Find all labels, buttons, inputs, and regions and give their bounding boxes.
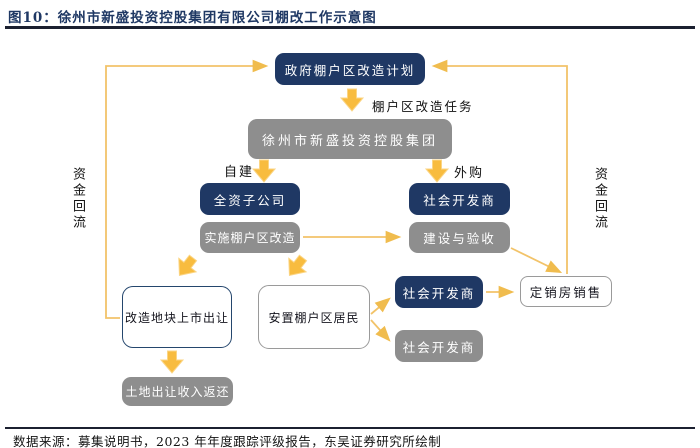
- label-task: 棚户区改造任务: [372, 99, 474, 114]
- figure-title: 图10：徐州市新盛投资控股集团有限公司棚改工作示意图: [8, 10, 377, 26]
- node-developer-sale-gray: 社会开发商: [395, 330, 483, 362]
- label-capital-return-right: 资金回流: [592, 167, 607, 231]
- thick-arrow-plan-to-group: [340, 88, 364, 112]
- node-fixed-price-sale: 定销房销售: [520, 276, 612, 307]
- node-implement: 实施棚户区改造: [200, 222, 300, 253]
- node-land-transfer: 改造地块上市出让: [122, 286, 232, 348]
- flow-line-capital-return-left: [105, 59, 269, 319]
- node-group: 徐州市新盛投资控股集团: [248, 119, 452, 159]
- thick-arrow-to-land-income: [160, 350, 184, 374]
- node-construction: 建设与验收: [409, 222, 510, 253]
- label-capital-return-left: 资金回流: [70, 167, 85, 231]
- flow-line-capital-return-right: [431, 59, 568, 274]
- node-resettle: 安置棚户区居民: [258, 285, 370, 349]
- label-self-build: 自建: [224, 165, 255, 180]
- node-developer-sale-navy: 社会开发商: [395, 276, 483, 308]
- data-source: 数据来源：募集说明书，2023 年年度跟踪评级报告，东吴证券研究所绘制: [13, 434, 442, 448]
- thick-arrow-self-build: [252, 159, 276, 183]
- footer-rule: [5, 427, 695, 429]
- node-developer-purchase: 社会开发商: [409, 183, 510, 215]
- label-purchase: 外购: [454, 166, 485, 181]
- node-gov-plan: 政府棚户区改造计划: [275, 53, 425, 85]
- thick-arrow-purchase: [425, 159, 449, 183]
- flow-line-resettle-to-developer-navy: [370, 297, 391, 315]
- thick-arrow-to-resettle: [280, 250, 313, 283]
- flow-line-resettle-to-developer-gray: [370, 319, 391, 342]
- node-subsidiary: 全资子公司: [200, 183, 300, 215]
- title-underline: [5, 26, 695, 29]
- node-land-income: 土地出让收入返还: [122, 377, 233, 406]
- flow-line-construction-to-sale: [510, 247, 563, 274]
- thick-arrow-to-land-transfer: [170, 250, 203, 283]
